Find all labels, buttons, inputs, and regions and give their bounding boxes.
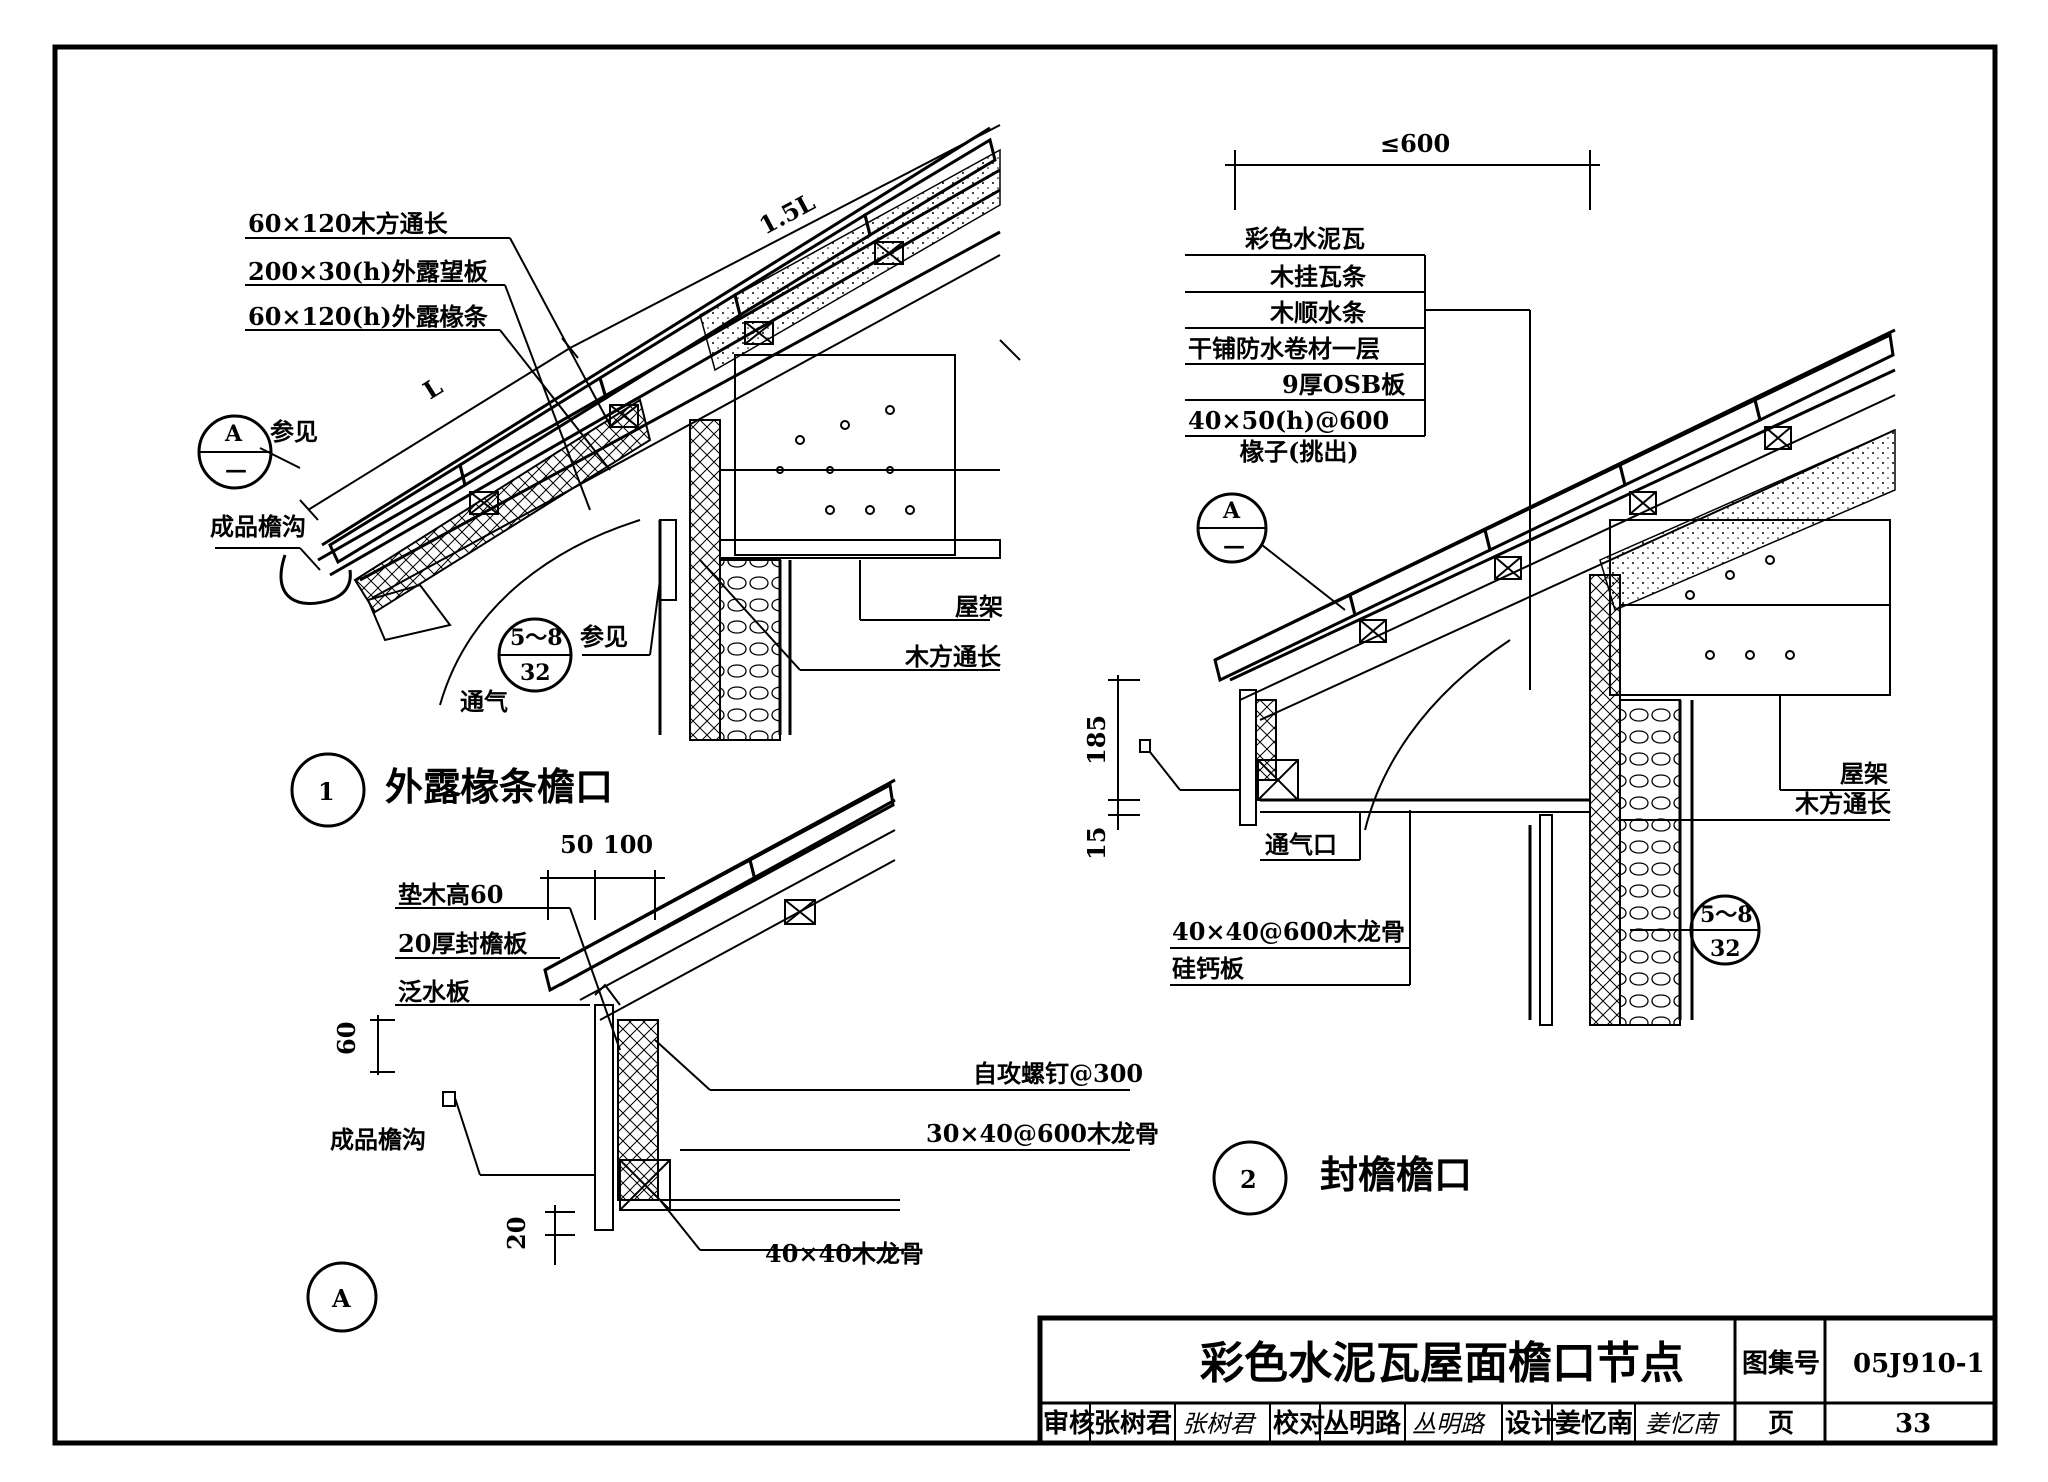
label-screw: 自攻螺钉@300 (973, 1059, 1143, 1088)
ref-58-bottom-1: 32 (520, 660, 551, 686)
dim-20: 20 (502, 1217, 531, 1250)
label-flashing: 泛水板 (398, 977, 471, 1006)
detail-1-ref-58-marker (497, 617, 573, 693)
reviewer-signature: 张树君 (1182, 1410, 1257, 1438)
label-vent-opening: 通气口 (1265, 830, 1337, 859)
label-timber-long-2: 木方通长 (1794, 789, 1892, 818)
page-label: 页 (1768, 1409, 1794, 1439)
label-joist-30: 30×40@600木龙骨 (926, 1119, 1159, 1148)
layer-tile: 彩色水泥瓦 (1244, 224, 1365, 253)
designer-name: 姜忆南 (1555, 1408, 1633, 1439)
label-truss-2: 屋架 (1840, 759, 1888, 788)
dim-L: L (418, 371, 448, 405)
dim-600: ≤600 (1380, 129, 1450, 158)
layer-rafter-note: 椽子(挑出) (1239, 437, 1359, 466)
detail-1-number: 1 (318, 777, 335, 806)
detail-a-letter: A (331, 1284, 351, 1313)
label-block: 垫木高60 (398, 880, 503, 909)
page-border (52, 44, 1998, 1446)
label-board: 硅钙板 (1172, 954, 1245, 983)
check-label: 校对 (1273, 1408, 1325, 1439)
dim-60: 60 (332, 1022, 361, 1055)
ref-a-bottom-1: — (225, 457, 247, 483)
drawing-title: 彩色水泥瓦屋面檐口节点 (1200, 1338, 1684, 1389)
title-block (1037, 1315, 1998, 1446)
detail-1-tiles (328, 137, 997, 565)
ref-58-top-1: 5～8 (510, 625, 563, 651)
ref-a-top-1: A (224, 421, 243, 447)
detail-1-gutter (279, 554, 352, 605)
label-fascia: 20厚封檐板 (398, 929, 528, 958)
detail-a-drawing (306, 778, 1130, 1333)
label-timber-long-1: 木方通长 (904, 642, 1002, 671)
label-joist-2: 40×40@600木龙骨 (1172, 917, 1405, 946)
designer-signature: 姜忆南 (1645, 1410, 1721, 1438)
detail-2-drawing (1108, 150, 1896, 1216)
detail-1-number-circle (290, 752, 366, 828)
label-joist-40: 40×40木龙骨 (765, 1239, 924, 1268)
atlas-label: 图集号 (1742, 1348, 1820, 1379)
ref-a-top-2: A (1222, 498, 1241, 524)
dim-15: 15 (1082, 827, 1111, 860)
layer-rafter-size: 40×50(h)@600 (1188, 406, 1389, 435)
ref-a-bottom-2: — (1223, 533, 1245, 559)
page-number: 33 (1895, 1409, 1931, 1439)
atlas-number: 05J910-1 (1853, 1349, 1985, 1379)
layer-membrane: 干铺防水卷材一层 (1188, 334, 1380, 363)
label-gutter-a: 成品檐沟 (330, 1125, 426, 1154)
checker-signature: 丛明路 (1412, 1410, 1486, 1438)
label-see2: 参见 (580, 622, 628, 651)
review-label: 审核 (1043, 1408, 1095, 1439)
design-label: 设计 (1505, 1409, 1557, 1439)
checker-name: 丛明路 (1323, 1408, 1402, 1439)
layer-osb: 9厚OSB板 (1282, 370, 1406, 399)
label-truss-1: 屋架 (955, 592, 1003, 621)
detail-1-title: 外露椽条檐口 (385, 765, 613, 809)
detail-1-wall-stud (689, 419, 721, 741)
dim-185: 185 (1082, 715, 1111, 765)
detail-2-number-circle (1212, 1140, 1288, 1216)
detail-2-title: 封檐檐口 (1320, 1153, 1472, 1197)
detail-1-ref-a-marker (197, 414, 273, 490)
dim-1-5L: 1.5L (754, 187, 819, 240)
detail-1-drawing (197, 124, 1021, 828)
ref-58-top-2: 5～8 (1700, 902, 1753, 928)
label-exposed-board: 200×30(h)外露望板 (248, 257, 489, 286)
layer-batten: 木挂瓦条 (1269, 262, 1367, 291)
layer-counter-batten: 木顺水条 (1269, 298, 1367, 327)
dim-50: 50 (560, 830, 593, 859)
reviewer-name: 张树君 (1094, 1409, 1172, 1439)
ref-58-bottom-2: 32 (1710, 936, 1741, 962)
label-vent: 通气 (460, 687, 508, 716)
dim-100: 100 (603, 830, 653, 859)
label-gutter: 成品檐沟 (210, 512, 306, 541)
label-exposed-rafter: 60×120(h)外露椽条 (248, 302, 489, 331)
detail-a-letter-circle (306, 1261, 378, 1333)
detail-2-number: 2 (1240, 1165, 1257, 1194)
label-see: 参见 (270, 417, 318, 446)
label-purlin-long: 60×120木方通长 (248, 209, 449, 238)
